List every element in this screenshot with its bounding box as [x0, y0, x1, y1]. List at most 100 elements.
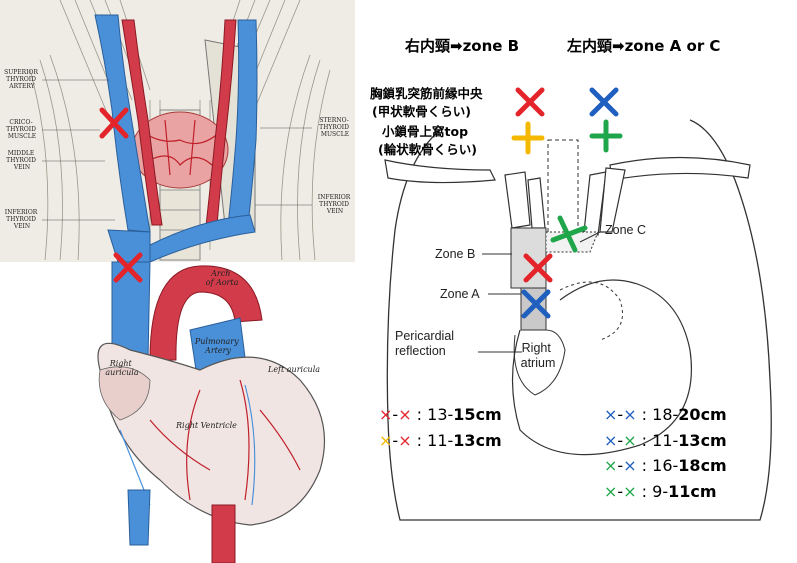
red-cross-landmark [515, 87, 545, 117]
label-pericardial-reflection: Pericardial reflection [395, 329, 458, 358]
left-ij-heading: 左内頸➡zone A or C [566, 37, 720, 55]
legend-to-cross: × [398, 431, 411, 450]
red-cross-marker-lower [113, 252, 143, 283]
legend-separator: : [637, 405, 653, 424]
right-auricula [98, 366, 151, 421]
legend-separator: : [412, 431, 428, 450]
label-inferior-thyroid-vein-left: INFERIOR THYROID VEIN [5, 209, 39, 230]
legend-distance-high: 13cm [678, 431, 726, 450]
descending-aorta [211, 504, 236, 563]
legend-from-cross: × [604, 456, 617, 475]
legend-distance-low: 11 [427, 431, 447, 450]
coronary-vessels [149, 379, 301, 501]
legend-distance-low: 13 [427, 405, 447, 424]
diagram-heart [511, 279, 692, 456]
label-crico-thyroid-muscle: CRICO- THYROID MUSCLE [6, 119, 38, 140]
legend-to-cross: × [623, 456, 636, 475]
thyroid-vessels [139, 119, 221, 176]
distance-legend: ×-× : 13-15cm×-× : 11-13cm×-× : 18-20cm×… [379, 405, 727, 501]
legend-distance-high: 18cm [678, 456, 726, 475]
landmark-fossa-line2: (輪状軟骨くらい) [378, 142, 477, 157]
legend-item: ×-× : 11-13cm [604, 431, 727, 450]
landmark-scm-line2: (甲状軟骨くらい) [372, 104, 471, 119]
legend-distance-high: 13cm [453, 431, 501, 450]
legend-distance-low: 11 [652, 431, 672, 450]
right-ij-heading: 右内頸➡zone B [405, 37, 519, 55]
chest-diagram: Zone B Zone A Zone C Pericardial reflect… [384, 87, 772, 521]
legend-dash: - [392, 431, 398, 450]
label-right-ventricle: Right Ventricle [175, 421, 237, 430]
label-pulmonary-artery: Pulmonary Artery [194, 337, 241, 355]
label-zone-c: Zone C [605, 223, 646, 237]
legend-distance-high: 11cm [668, 482, 716, 501]
legend-dash: - [392, 405, 398, 424]
label-right-auricula: Right auricula [105, 359, 138, 377]
legend-range-dash: - [448, 431, 454, 450]
legend-range-dash: - [662, 482, 668, 501]
legend-distance-low: 16 [652, 456, 672, 475]
label-arch-of-aorta: Arch of Aorta [206, 269, 239, 287]
legend-from-cross: × [604, 405, 617, 424]
right-atrium-outline [513, 329, 566, 396]
anatomy-illustration: SUPERIOR THYROID ARTERY CRICO- THYROID M… [0, 0, 355, 563]
red-cross-zone-b [523, 253, 553, 283]
legend-separator: : [637, 456, 653, 475]
legend-item: ×-× : 16-18cm [604, 456, 727, 475]
label-middle-thyroid-vein: MIDDLE THYROID VEIN [6, 150, 38, 171]
green-plus-zone-c [550, 215, 588, 253]
inferior-vena-cava [127, 489, 151, 546]
legend-distance-low: 9 [652, 482, 662, 501]
legend-range-dash: - [673, 431, 679, 450]
legend-dash: - [617, 482, 623, 501]
left-clavicle [609, 156, 751, 181]
label-sterno-thyroid-muscle: STERNO- THYROID MUSCLE [319, 117, 351, 138]
yellow-plus-landmark [511, 121, 545, 155]
blue-cross-zone-a [521, 289, 551, 319]
legend-separator: : [412, 405, 428, 424]
legend-item: ×-× : 13-15cm [379, 405, 502, 424]
label-zone-a: Zone A [440, 287, 480, 301]
legend-distance-high: 20cm [678, 405, 726, 424]
legend-from-cross: × [604, 431, 617, 450]
landmark-fossa-line1: 小鎖骨上窩top [381, 124, 468, 139]
legend-dash: - [617, 431, 623, 450]
legend-from-cross: × [379, 405, 392, 424]
right-clavicle [384, 159, 496, 184]
legend-to-cross: × [623, 431, 636, 450]
great-vessels [504, 167, 626, 236]
label-zone-b: Zone B [435, 247, 475, 261]
green-plus-landmark [589, 119, 623, 153]
legend-separator: : [637, 482, 653, 501]
legend-range-dash: - [673, 405, 679, 424]
legend-range-dash: - [448, 405, 454, 424]
legend-distance-high: 15cm [453, 405, 501, 424]
legend-range-dash: - [673, 456, 679, 475]
legend-item: ×-× : 18-20cm [604, 405, 727, 424]
label-superior-thyroid-artery: SUPERIOR THYROID ARTERY [4, 69, 40, 90]
legend-distance-low: 18 [652, 405, 672, 424]
pericardial-reflection-outline [559, 281, 623, 341]
legend-from-cross: × [604, 482, 617, 501]
label-inferior-thyroid-vein-right: INFERIOR THYROID VEIN [318, 194, 352, 215]
legend-item: ×-× : 9-11cm [604, 482, 717, 501]
right-common-carotid-artery [121, 19, 163, 226]
blue-cross-landmark [589, 87, 619, 117]
legend-separator: : [637, 431, 653, 450]
legend-to-cross: × [623, 482, 636, 501]
legend-to-cross: × [623, 405, 636, 424]
red-cross-marker-neck [99, 107, 129, 139]
legend-dash: - [617, 405, 623, 424]
heart [97, 342, 326, 526]
label-right-atrium: Right atrium [521, 341, 556, 370]
legend-from-cross: × [379, 431, 392, 450]
zone-c-pointer [579, 231, 601, 243]
legend-dash: - [617, 456, 623, 475]
torso-outline [386, 119, 772, 521]
aortic-arch [149, 265, 263, 361]
legend-item: ×-× : 11-13cm [379, 431, 502, 450]
legend-to-cross: × [398, 405, 411, 424]
landmark-scm-line1: 胸鎖乳突筋前縁中央 [370, 86, 483, 101]
anatomy-labels: SUPERIOR THYROID ARTERY CRICO- THYROID M… [4, 69, 352, 430]
